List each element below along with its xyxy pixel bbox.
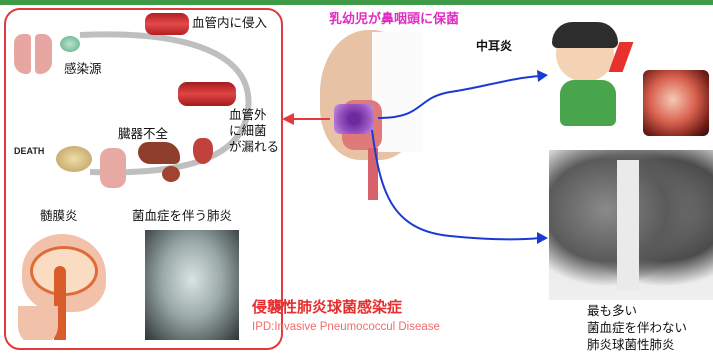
leak-label-line3: が漏れる	[229, 140, 279, 154]
arrows-to-otitis-and-pneumonia	[360, 70, 560, 260]
brain-icon	[56, 146, 92, 172]
top-accent-bar	[0, 0, 713, 5]
kidney-icon	[162, 166, 180, 182]
heart-icon	[193, 138, 213, 164]
otitis-media-label: 中耳炎	[476, 40, 512, 54]
death-label: DEATH	[14, 146, 44, 156]
meningitis-head-illustration	[14, 230, 114, 340]
eardrum-image	[643, 70, 709, 136]
chest-xray-large	[549, 150, 713, 300]
meningitis-label: 髄膜炎	[40, 209, 78, 223]
leak-label-line2: に細菌	[229, 124, 267, 138]
infection-source-label: 感染源	[64, 62, 102, 76]
pneumonia-caption-line2: 菌血症を伴わない	[587, 320, 687, 336]
chest-xray-small	[145, 230, 239, 340]
blood-vessel-icon	[145, 13, 189, 35]
organ-failure-label: 臓器不全	[118, 127, 168, 141]
boy-ear-pain-illustration	[548, 22, 640, 132]
ipd-english-subtitle: IPD:Invasive Pneumococcul Disease	[252, 321, 440, 334]
arrow-to-ipd	[282, 112, 332, 126]
pneumonia-caption-line3: 肺炎球菌性肺炎	[587, 337, 675, 353]
leaking-vessel-icon	[178, 82, 236, 106]
lungs-organ-icon	[100, 148, 126, 188]
leak-label-line1: 血管外	[229, 108, 267, 122]
ipd-title: 侵襲性肺炎球菌感染症	[252, 299, 402, 316]
disease-cycle-arrow	[20, 10, 280, 200]
pneumonia-caption-line1: 最も多い	[587, 303, 637, 319]
bacteremic-pneumonia-label: 菌血症を伴う肺炎	[132, 209, 232, 223]
bacteria-cluster-icon	[60, 36, 80, 52]
blood-entry-label: 血管内に侵入	[192, 16, 267, 30]
lungs-icon	[14, 28, 54, 76]
carriage-title: 乳幼児が鼻咽頭に保菌	[329, 13, 459, 28]
liver-icon	[138, 142, 180, 164]
